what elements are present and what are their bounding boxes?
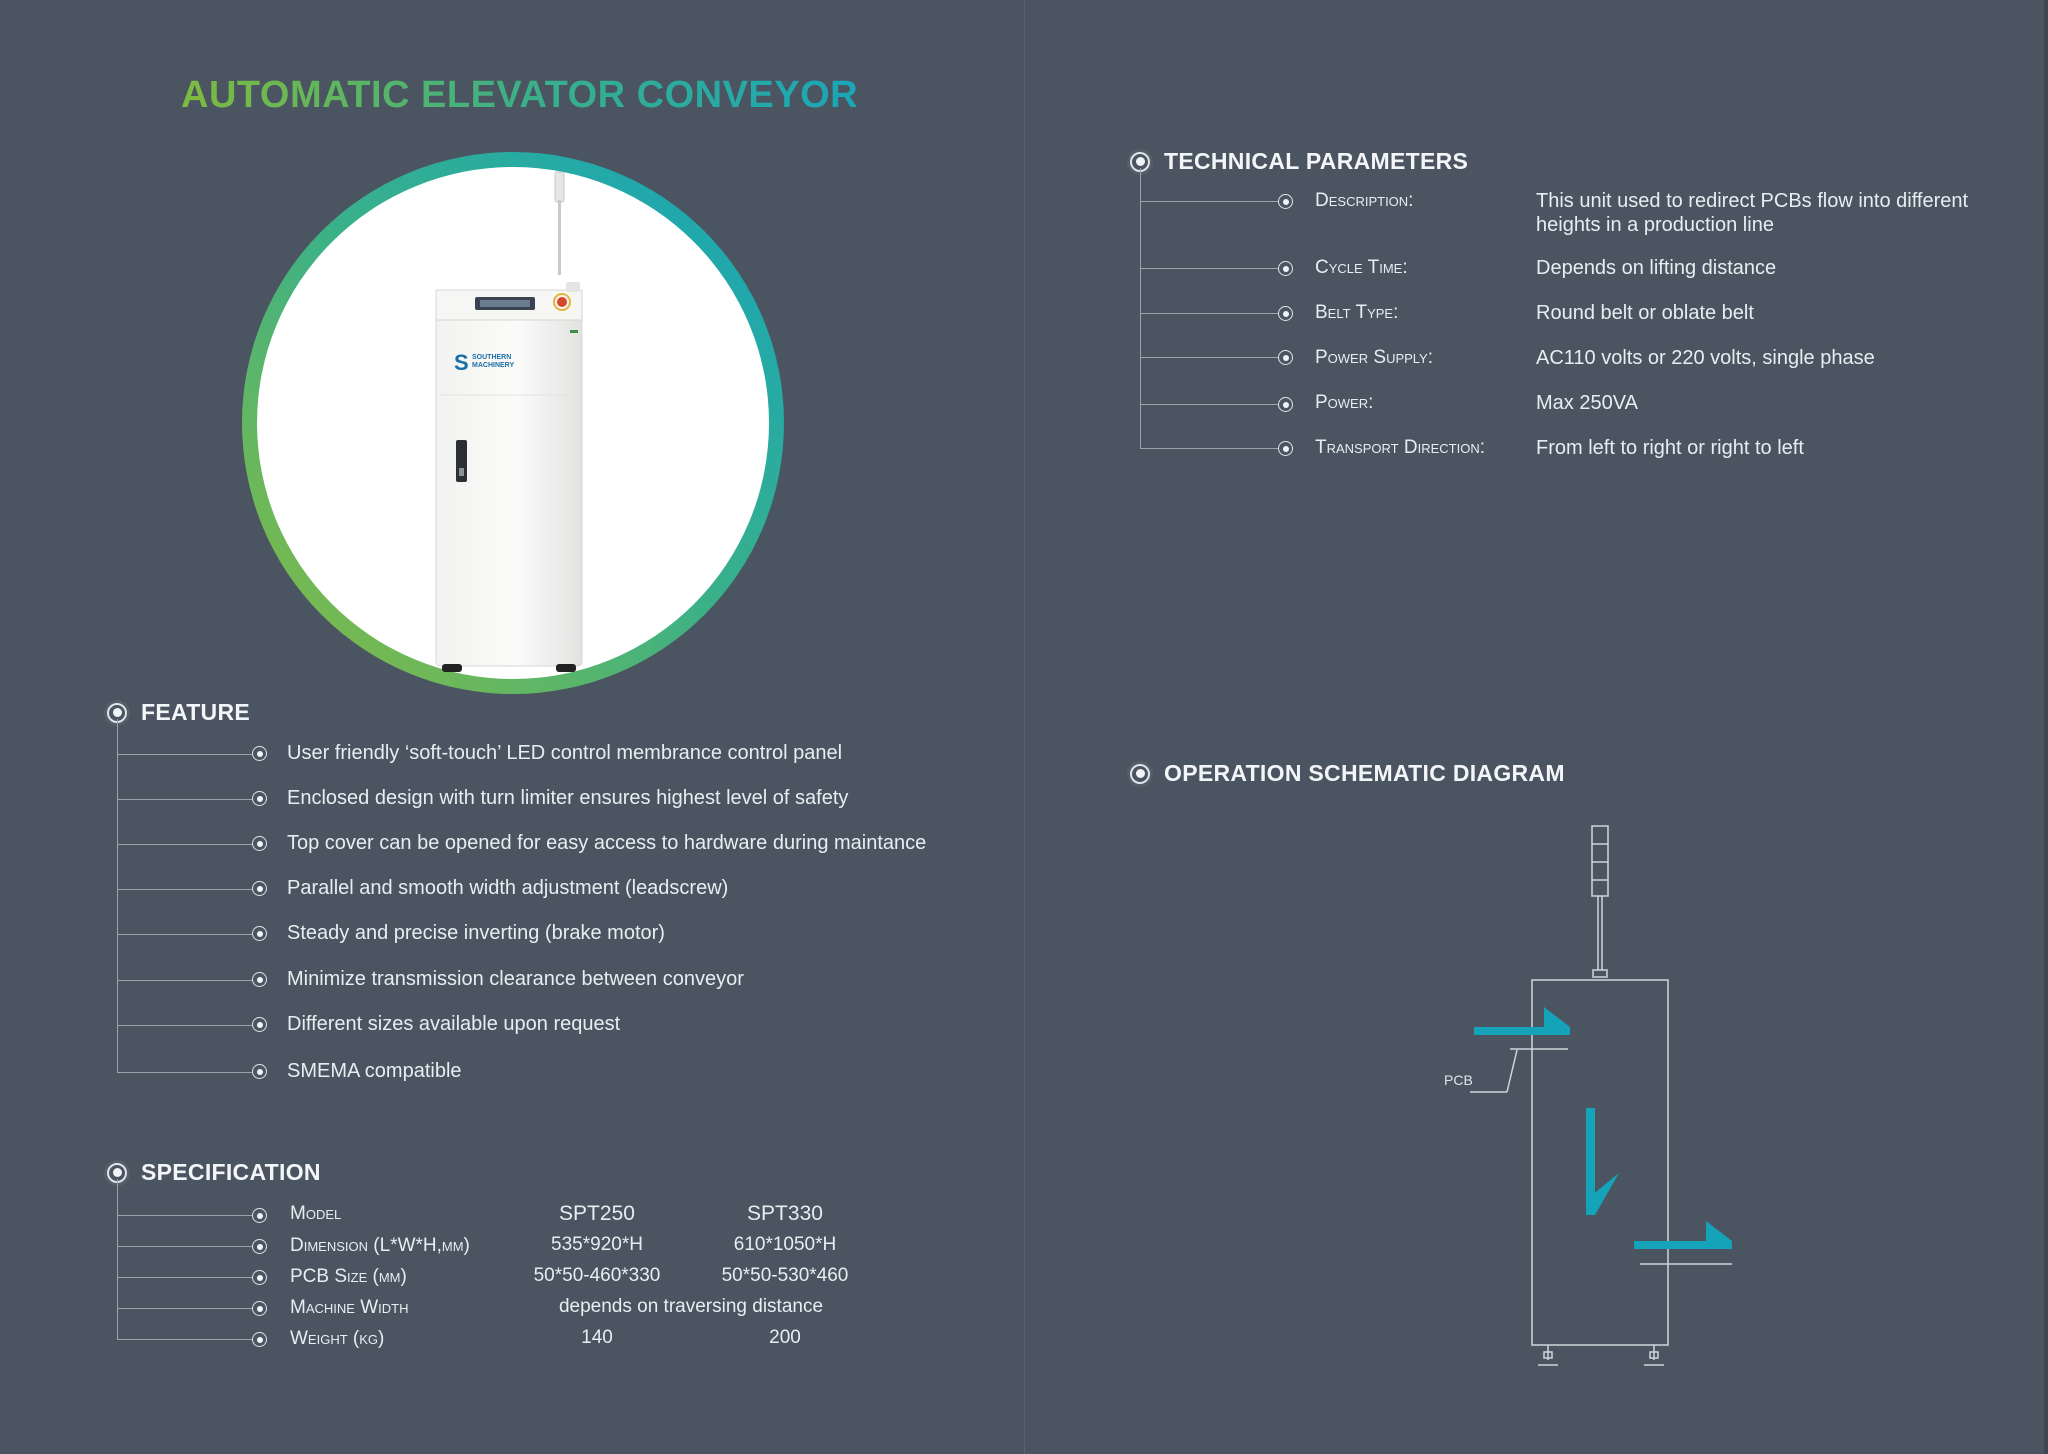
spec-label-model: Model <box>290 1203 342 1224</box>
feature-item: User friendly ‘soft-touch’ LED control m… <box>252 742 842 765</box>
bullet-icon <box>1130 763 1150 784</box>
svg-text:S: S <box>454 350 469 375</box>
output-arrow <box>1634 1241 1732 1249</box>
brand-logo: S SOUTHERN MACHINERY <box>454 350 514 375</box>
product-image: S SOUTHERN MACHINERY <box>242 152 784 694</box>
spec-weight-1: 140 <box>581 1327 613 1348</box>
spec-model-1: SPT250 <box>559 1202 635 1225</box>
specification-heading: SPECIFICATION <box>107 1159 321 1186</box>
feature-item: Different sizes available upon request <box>252 1013 620 1036</box>
feature-item: Steady and precise inverting (brake moto… <box>252 922 665 945</box>
lift-arrow <box>1586 1108 1595 1200</box>
tree-line <box>1140 168 1141 449</box>
param-label-belt-type: Belt Type: <box>1315 302 1399 323</box>
param-value-transport-direction: From left to right or right to left <box>1536 437 1804 459</box>
technical-heading: TECHNICAL PARAMETERS <box>1130 148 1468 175</box>
spec-label-weight: Weight (kg) <box>290 1328 385 1349</box>
feature-heading: FEATURE <box>107 699 250 726</box>
feature-item: Top cover can be opened for easy access … <box>252 832 926 855</box>
feature-item: SMEMA compatible <box>252 1060 462 1083</box>
bullet-icon <box>252 926 267 941</box>
param-label-description: Description: <box>1315 190 1414 211</box>
param-label-cycle-time: Cycle Time: <box>1315 257 1408 278</box>
bullet-icon <box>1278 350 1293 365</box>
diagram-heading: OPERATION SCHEMATIC DIAGRAM <box>1130 760 1565 787</box>
svg-text:MACHINERY: MACHINERY <box>472 362 514 369</box>
param-value-power-supply: AC110 volts or 220 volts, single phase <box>1536 347 1875 369</box>
spec-label-dimension: Dimension (L*W*H,mm) <box>290 1235 470 1256</box>
spec-label-pcb-size: PCB Size (mm) <box>290 1266 407 1287</box>
signal-tower <box>1591 825 1609 897</box>
bullet-icon <box>252 881 267 896</box>
bullet-icon <box>252 1208 267 1223</box>
spec-machine-width: depends on traversing distance <box>558 1296 824 1317</box>
bullet-icon <box>252 1239 267 1254</box>
bullet-icon <box>252 836 267 851</box>
page-divider <box>1024 0 1025 1454</box>
spec-label-machine-width: Machine Width <box>290 1297 409 1318</box>
spec-dimension-1: 535*920*H <box>551 1234 643 1255</box>
param-value-cycle-time: Depends on lifting distance <box>1536 257 1777 279</box>
bullet-icon <box>252 972 267 987</box>
bullet-icon <box>252 1301 267 1316</box>
pcb-label: PCB <box>1444 1072 1473 1088</box>
param-label-transport-direction: Transport Direction: <box>1315 437 1485 458</box>
param-label-power: Power: <box>1315 392 1374 413</box>
page-edge <box>2044 0 2048 1454</box>
bullet-icon <box>1278 397 1293 412</box>
input-arrow <box>1474 1027 1570 1035</box>
tree-line <box>117 1179 118 1339</box>
spec-pcb-size-2: 50*50-530*460 <box>721 1265 849 1286</box>
spec-model-2: SPT330 <box>747 1202 823 1225</box>
bullet-icon <box>1278 306 1293 321</box>
bullet-icon <box>1278 441 1293 456</box>
spec-weight-2: 200 <box>769 1327 801 1348</box>
feature-item: Minimize transmission clearance between … <box>252 968 744 991</box>
bullet-icon <box>252 746 267 761</box>
feature-item: Enclosed design with turn limiter ensure… <box>252 787 848 810</box>
bullet-icon <box>252 1064 267 1079</box>
feature-item: Parallel and smooth width adjustment (le… <box>252 877 728 900</box>
bullet-icon <box>252 1332 267 1347</box>
bullet-icon <box>1278 194 1293 209</box>
spec-pcb-size-1: 50*50-460*330 <box>533 1265 661 1286</box>
param-value-power: Max 250VA <box>1536 392 1638 414</box>
cabinet-outline <box>1531 979 1669 1346</box>
bullet-icon <box>252 1017 267 1032</box>
param-label-power-supply: Power Supply: <box>1315 347 1434 368</box>
bullet-icon <box>1278 261 1293 276</box>
bullet-icon <box>252 1270 267 1285</box>
operation-schematic: PCB <box>1444 825 1732 1366</box>
page-title: AUTOMATIC ELEVATOR CONVEYOR <box>181 74 859 116</box>
tree-line <box>117 719 118 1073</box>
bullet-icon <box>252 791 267 806</box>
svg-text:SOUTHERN: SOUTHERN <box>472 354 511 361</box>
spec-dimension-2: 610*1050*H <box>733 1234 837 1255</box>
param-value-description: This unit used to redirect PCBs flow int… <box>1536 190 1969 236</box>
param-value-belt-type: Round belt or oblate belt <box>1536 302 1754 324</box>
